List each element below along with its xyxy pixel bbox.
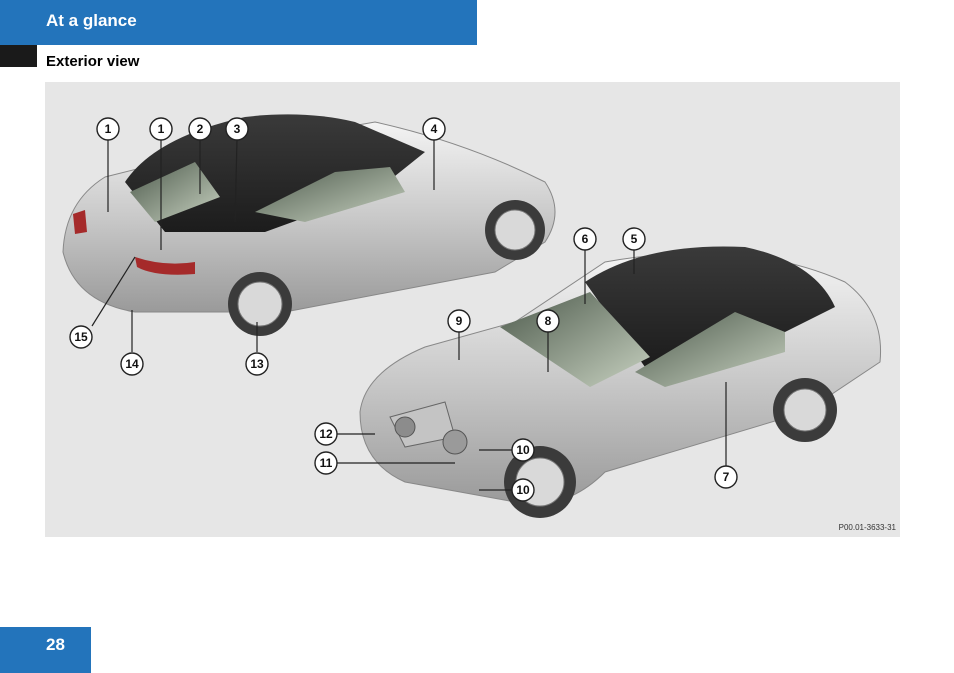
svg-text:7: 7	[723, 470, 730, 484]
figure-code: P00.01-3633-31	[838, 523, 896, 532]
leader-lines	[91, 139, 727, 491]
callout-3: 3	[225, 117, 249, 141]
svg-text:2: 2	[197, 122, 204, 136]
car-front-illustration	[359, 246, 882, 518]
page-number: 28	[46, 635, 65, 654]
svg-text:10: 10	[516, 483, 530, 497]
car-illustrations: 1 1 2 3 4 5 6 8 9 10 10 11 12 7 15 14 13	[62, 114, 882, 518]
svg-text:6: 6	[582, 232, 589, 246]
callout-9: 9	[447, 309, 471, 333]
svg-text:1: 1	[158, 122, 165, 136]
callout-12: 12	[314, 422, 338, 446]
exterior-view-figure: 1 1 2 3 4 5 6 8 9 10 10 11 12 7 15 14 13…	[45, 82, 900, 537]
svg-text:12: 12	[319, 427, 333, 441]
callout-13: 13	[245, 352, 269, 376]
callout-15: 15	[69, 325, 93, 349]
side-tab-marker	[0, 45, 37, 67]
svg-text:11: 11	[320, 456, 333, 470]
svg-text:5: 5	[631, 232, 638, 246]
svg-text:9: 9	[456, 314, 463, 328]
callout-2: 2	[188, 117, 212, 141]
callout-10a: 10	[511, 438, 535, 462]
header-title: At a glance	[46, 11, 137, 30]
callout-14: 14	[120, 352, 144, 376]
header-bar	[0, 0, 477, 45]
svg-text:8: 8	[545, 314, 552, 328]
callout-11: 11	[314, 451, 338, 475]
callout-1a: 1	[96, 117, 120, 141]
svg-text:14: 14	[125, 357, 139, 371]
callout-8: 8	[536, 309, 560, 333]
callout-7: 7	[714, 465, 738, 489]
car-rear-illustration	[62, 114, 556, 336]
svg-text:13: 13	[250, 357, 264, 371]
svg-text:1: 1	[105, 122, 112, 136]
svg-text:3: 3	[234, 122, 241, 136]
svg-text:10: 10	[516, 443, 530, 457]
callout-1b: 1	[149, 117, 173, 141]
callout-10b: 10	[511, 478, 535, 502]
section-title: Exterior view	[46, 53, 140, 70]
callout-6: 6	[573, 227, 597, 251]
page-number-box	[0, 627, 91, 673]
svg-text:15: 15	[74, 330, 88, 344]
svg-text:4: 4	[431, 122, 438, 136]
callout-5: 5	[622, 227, 646, 251]
callout-4: 4	[422, 117, 446, 141]
